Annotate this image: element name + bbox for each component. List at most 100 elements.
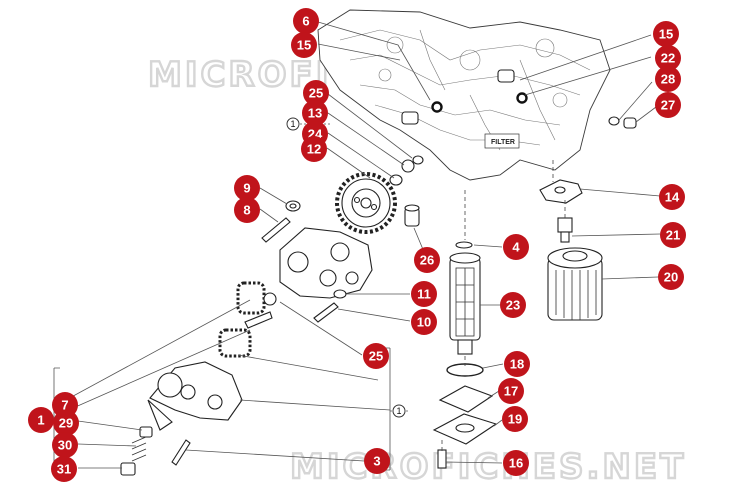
callout-label: 11	[417, 287, 431, 302]
pump-rotors	[218, 281, 277, 358]
callout-badge-1: 1	[28, 407, 54, 433]
callout-circle	[234, 175, 260, 201]
callout-label: 12	[307, 142, 321, 157]
callout-badge-18: 18	[504, 351, 530, 377]
callout-label: 19	[508, 412, 522, 427]
engine-case: FILTER	[317, 9, 611, 181]
callout-circle	[28, 407, 54, 433]
callout-circle	[51, 456, 77, 482]
callout-badge-10: 10	[411, 309, 437, 335]
callout-circle	[655, 92, 681, 118]
washer-and-bolt	[261, 200, 301, 243]
washer-and-plug	[608, 81, 657, 129]
callout-badge-30: 30	[52, 432, 78, 458]
union-bolt	[557, 200, 573, 243]
callout-circle	[234, 197, 260, 223]
callout-badge-25: 25	[363, 343, 389, 369]
callout-badge-13: 13	[302, 100, 328, 126]
callout-circle	[653, 21, 679, 47]
callout-label: 3	[373, 454, 380, 469]
callout-circle	[364, 448, 390, 474]
callout-badge-6: 6	[293, 8, 319, 34]
callout-label: 27	[661, 98, 675, 113]
pump-bolt	[313, 289, 347, 323]
callout-circle	[504, 351, 530, 377]
callout-label: 9	[243, 181, 250, 196]
oil-pump-gear	[335, 172, 397, 234]
callout-circle	[414, 247, 440, 273]
callout-badge-31: 31	[51, 456, 77, 482]
callout-badge-9: 9	[234, 175, 260, 201]
callout-label: 25	[369, 349, 383, 364]
callout-badge-14: 14	[659, 184, 685, 210]
callout-badge-4: 4	[503, 234, 529, 260]
callout-badge-15: 15	[291, 32, 317, 58]
callout-label: 29	[59, 416, 73, 431]
callout-circle	[303, 80, 329, 106]
callout-circle	[53, 410, 79, 436]
callout-circle	[293, 8, 319, 34]
callout-badge-17: 17	[498, 378, 524, 404]
callout-circle	[502, 406, 528, 432]
callout-badge-15: 15	[653, 21, 679, 47]
callout-circle	[503, 450, 529, 476]
callout-label: 22	[661, 51, 675, 66]
relief-valve	[120, 426, 153, 476]
callout-circle	[655, 45, 681, 71]
callout-label: 8	[243, 203, 250, 218]
callout-circle	[658, 264, 684, 290]
oil-filter-cartridge	[547, 247, 603, 321]
pump-cover	[147, 361, 243, 466]
callout-label: 28	[661, 72, 675, 87]
callout-badge-25: 25	[303, 80, 329, 106]
callout-label: 16	[509, 456, 523, 471]
callout-badge-21: 21	[660, 222, 686, 248]
callout-label: 15	[659, 27, 673, 42]
callout-circle	[498, 378, 524, 404]
callout-circle	[52, 432, 78, 458]
callout-circle	[500, 292, 526, 318]
callout-badge-22: 22	[655, 45, 681, 71]
reference-marker-1: 1	[286, 117, 300, 131]
callout-label: 25	[309, 86, 323, 101]
callout-circle	[655, 66, 681, 92]
callout-label: 17	[504, 384, 518, 399]
callout-badge-16: 16	[503, 450, 529, 476]
callout-badge-29: 29	[53, 410, 79, 436]
filter-label: FILTER	[491, 139, 515, 146]
callout-badge-20: 20	[658, 264, 684, 290]
oil-pump-body	[279, 227, 373, 299]
reference-label: 1	[396, 406, 401, 416]
filter-cover-assembly	[432, 356, 498, 469]
callout-badge-11: 11	[411, 281, 437, 307]
gear-shaft-washers	[389, 155, 424, 186]
reference-label: 1	[290, 119, 295, 129]
callout-circle	[411, 281, 437, 307]
callout-label: 21	[666, 228, 680, 243]
callout-circle	[363, 343, 389, 369]
reference-marker-1: 1	[392, 404, 406, 418]
callout-label: 6	[302, 14, 309, 29]
callout-circle	[660, 222, 686, 248]
callout-badge-19: 19	[502, 406, 528, 432]
bushing	[404, 204, 420, 227]
pickup-plate	[539, 160, 583, 204]
callout-circle	[291, 32, 317, 58]
callout-label: 4	[512, 240, 520, 255]
callout-label: 15	[297, 38, 311, 53]
callout-label: 18	[510, 357, 524, 372]
callout-circle	[302, 100, 328, 126]
callout-label: 26	[420, 253, 434, 268]
reference-circle	[286, 117, 300, 131]
callout-label: 14	[665, 190, 680, 205]
callout-circle	[659, 184, 685, 210]
callout-badge-28: 28	[655, 66, 681, 92]
callout-label: 20	[664, 270, 678, 285]
callout-badge-27: 27	[655, 92, 681, 118]
watermark-bottom: MICROFICHES.NET	[290, 447, 686, 485]
callout-label: 13	[308, 106, 322, 121]
callout-label: 30	[58, 438, 72, 453]
callout-badge-3: 3	[364, 448, 390, 474]
